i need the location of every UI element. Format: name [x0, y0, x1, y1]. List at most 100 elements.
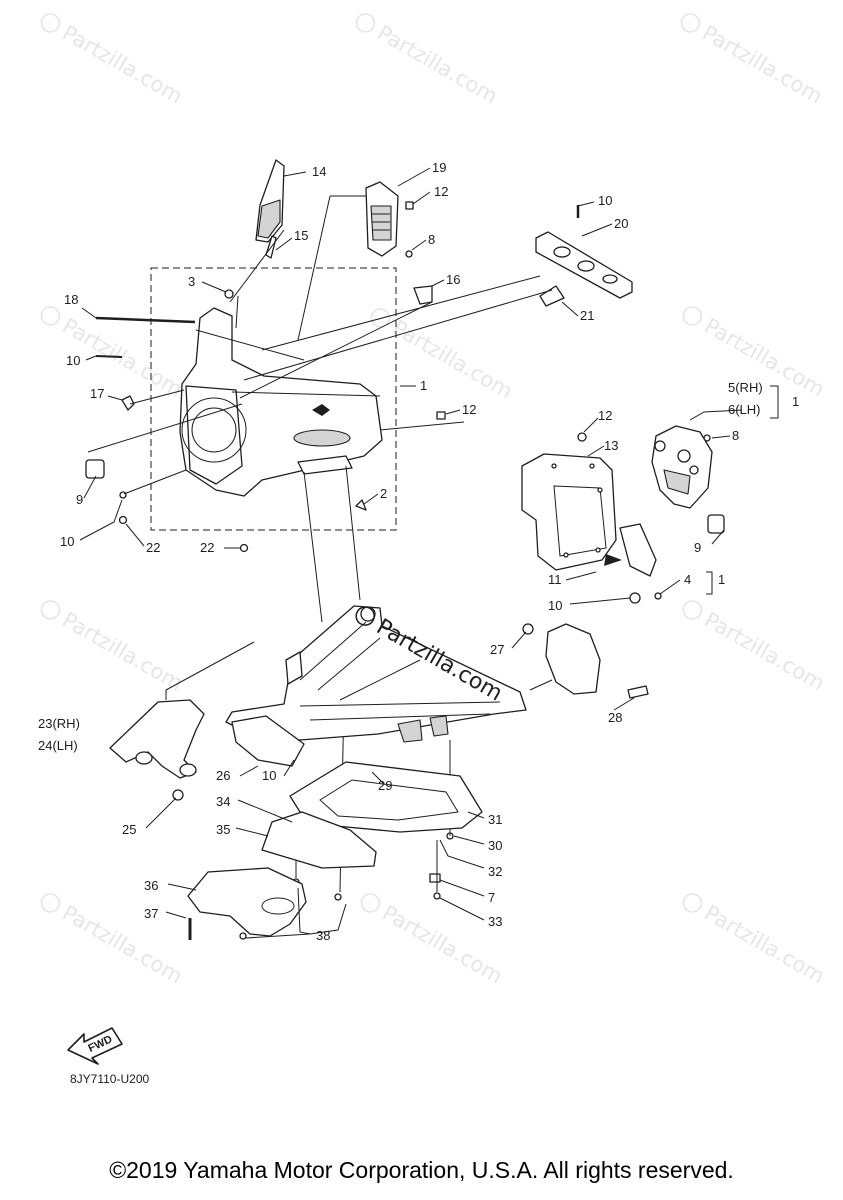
callout-27: 27	[490, 642, 504, 657]
bolt-18	[95, 316, 196, 324]
callout-4: 4	[684, 572, 691, 587]
copyright-mark-icon	[355, 13, 376, 33]
fastener-12-right	[577, 432, 587, 442]
callout-22: 22	[146, 540, 160, 555]
callout-35: 35	[216, 822, 230, 837]
callout-10: 10	[598, 193, 612, 208]
callout-8: 8	[732, 428, 739, 443]
part-35-plate	[261, 811, 377, 869]
fasteners	[85, 201, 725, 940]
part-19-vent	[365, 181, 399, 257]
copyright-mark-icon	[682, 306, 703, 326]
bushing-9-right	[707, 514, 725, 534]
part-16-bracket	[413, 285, 433, 305]
callout-33: 33	[488, 914, 502, 929]
callout-16: 16	[446, 272, 460, 287]
callout-19: 19	[432, 160, 446, 175]
callout-13: 13	[604, 438, 618, 453]
callout-38: 38	[316, 928, 330, 943]
callout-5-rh: 5(RH)	[728, 380, 763, 395]
callout-32: 32	[488, 864, 502, 879]
callout-12: 12	[462, 402, 476, 417]
callout-26: 26	[216, 768, 230, 783]
fastener-3	[224, 289, 234, 299]
callout-3: 3	[188, 274, 195, 289]
copyright-mark-icon	[682, 893, 703, 913]
callout-7: 7	[488, 890, 495, 905]
copyright-mark-icon	[40, 13, 61, 33]
main-chassis-frame	[225, 605, 527, 743]
callout-8: 8	[428, 232, 435, 247]
part-20-bracket	[535, 231, 633, 299]
callout-23-rh: 23(RH)	[38, 716, 80, 731]
callout-24-lh: 24(LH)	[38, 738, 78, 753]
fastener-12-mid	[436, 411, 446, 420]
part-1-front-frame	[179, 307, 383, 497]
callout-leaders	[79, 167, 779, 939]
watermark-layer: Partzilla.com Partzilla.com Partzilla.co…	[40, 13, 829, 989]
copyright-mark-icon	[370, 308, 391, 328]
callout-21: 21	[580, 308, 594, 323]
callout-9: 9	[694, 540, 701, 555]
watermark-text: Partzilla.com	[58, 21, 186, 109]
watermark-text: Partzilla.com	[698, 21, 826, 109]
callout-37: 37	[144, 906, 158, 921]
fastener-8-top	[405, 250, 413, 258]
fastener-25	[172, 789, 184, 801]
copyright-notice: ©2019 Yamaha Motor Corporation, U.S.A. A…	[109, 1157, 734, 1183]
leader-lines	[87, 195, 601, 893]
part-26-front-end	[231, 715, 305, 767]
fastener-10-right	[629, 592, 641, 604]
bolt-10-left	[95, 355, 123, 358]
part-5-6-bracket	[651, 425, 713, 509]
callout-1: 1	[718, 572, 725, 587]
part-36-guard	[187, 867, 307, 937]
callout-labels: 14 19 12 10 15 20 8 3 16 18 21 10 1 17 5…	[38, 160, 799, 943]
callout-10: 10	[60, 534, 74, 549]
part-23-24-mount	[109, 699, 205, 779]
callout-10: 10	[262, 768, 276, 783]
fastener-22-bottom	[239, 543, 249, 553]
callout-1: 1	[792, 394, 799, 409]
watermark-text: Partzilla.com	[700, 314, 828, 402]
bushing-9-left	[85, 459, 105, 479]
callout-28: 28	[608, 710, 622, 725]
callout-10: 10	[548, 598, 562, 613]
callout-30: 30	[488, 838, 502, 853]
copyright-mark-icon	[40, 893, 61, 913]
watermark-text: Partzilla.com	[700, 608, 828, 696]
callout-6-lh: 6(LH)	[728, 402, 761, 417]
part-11-bracket	[619, 523, 657, 577]
callout-9: 9	[76, 492, 83, 507]
fastener-4	[654, 592, 662, 600]
callout-31: 31	[488, 812, 502, 827]
bolt-28	[627, 685, 649, 699]
direction-arrow	[604, 554, 622, 566]
copyright-mark-icon	[355, 606, 375, 626]
callout-17: 17	[90, 386, 104, 401]
copyright-mark-icon	[682, 600, 703, 620]
part-14-shield	[255, 159, 285, 243]
callout-1: 1	[420, 378, 427, 393]
callout-15: 15	[294, 228, 308, 243]
callout-25: 25	[122, 822, 136, 837]
callout-22: 22	[200, 540, 214, 555]
copyright-mark-icon	[40, 600, 61, 620]
copyright-mark-icon	[40, 306, 61, 326]
fastener-7	[429, 873, 441, 883]
callout-2: 2	[380, 486, 387, 501]
callout-20: 20	[614, 216, 628, 231]
fwd-arrow-icon: FWD	[67, 1027, 123, 1065]
fastener-38-a	[334, 893, 342, 901]
callout-11: 11	[548, 572, 562, 587]
part-27-rear-mount	[545, 623, 601, 695]
clip-2	[355, 499, 367, 511]
part-21-bracket	[539, 285, 565, 307]
callout-18: 18	[64, 292, 78, 307]
watermark-text: Partzilla.com	[373, 21, 501, 109]
fastener-33	[433, 892, 441, 900]
part-13-side-panel	[521, 453, 617, 571]
callout-10: 10	[66, 353, 80, 368]
callout-29: 29	[378, 778, 392, 793]
